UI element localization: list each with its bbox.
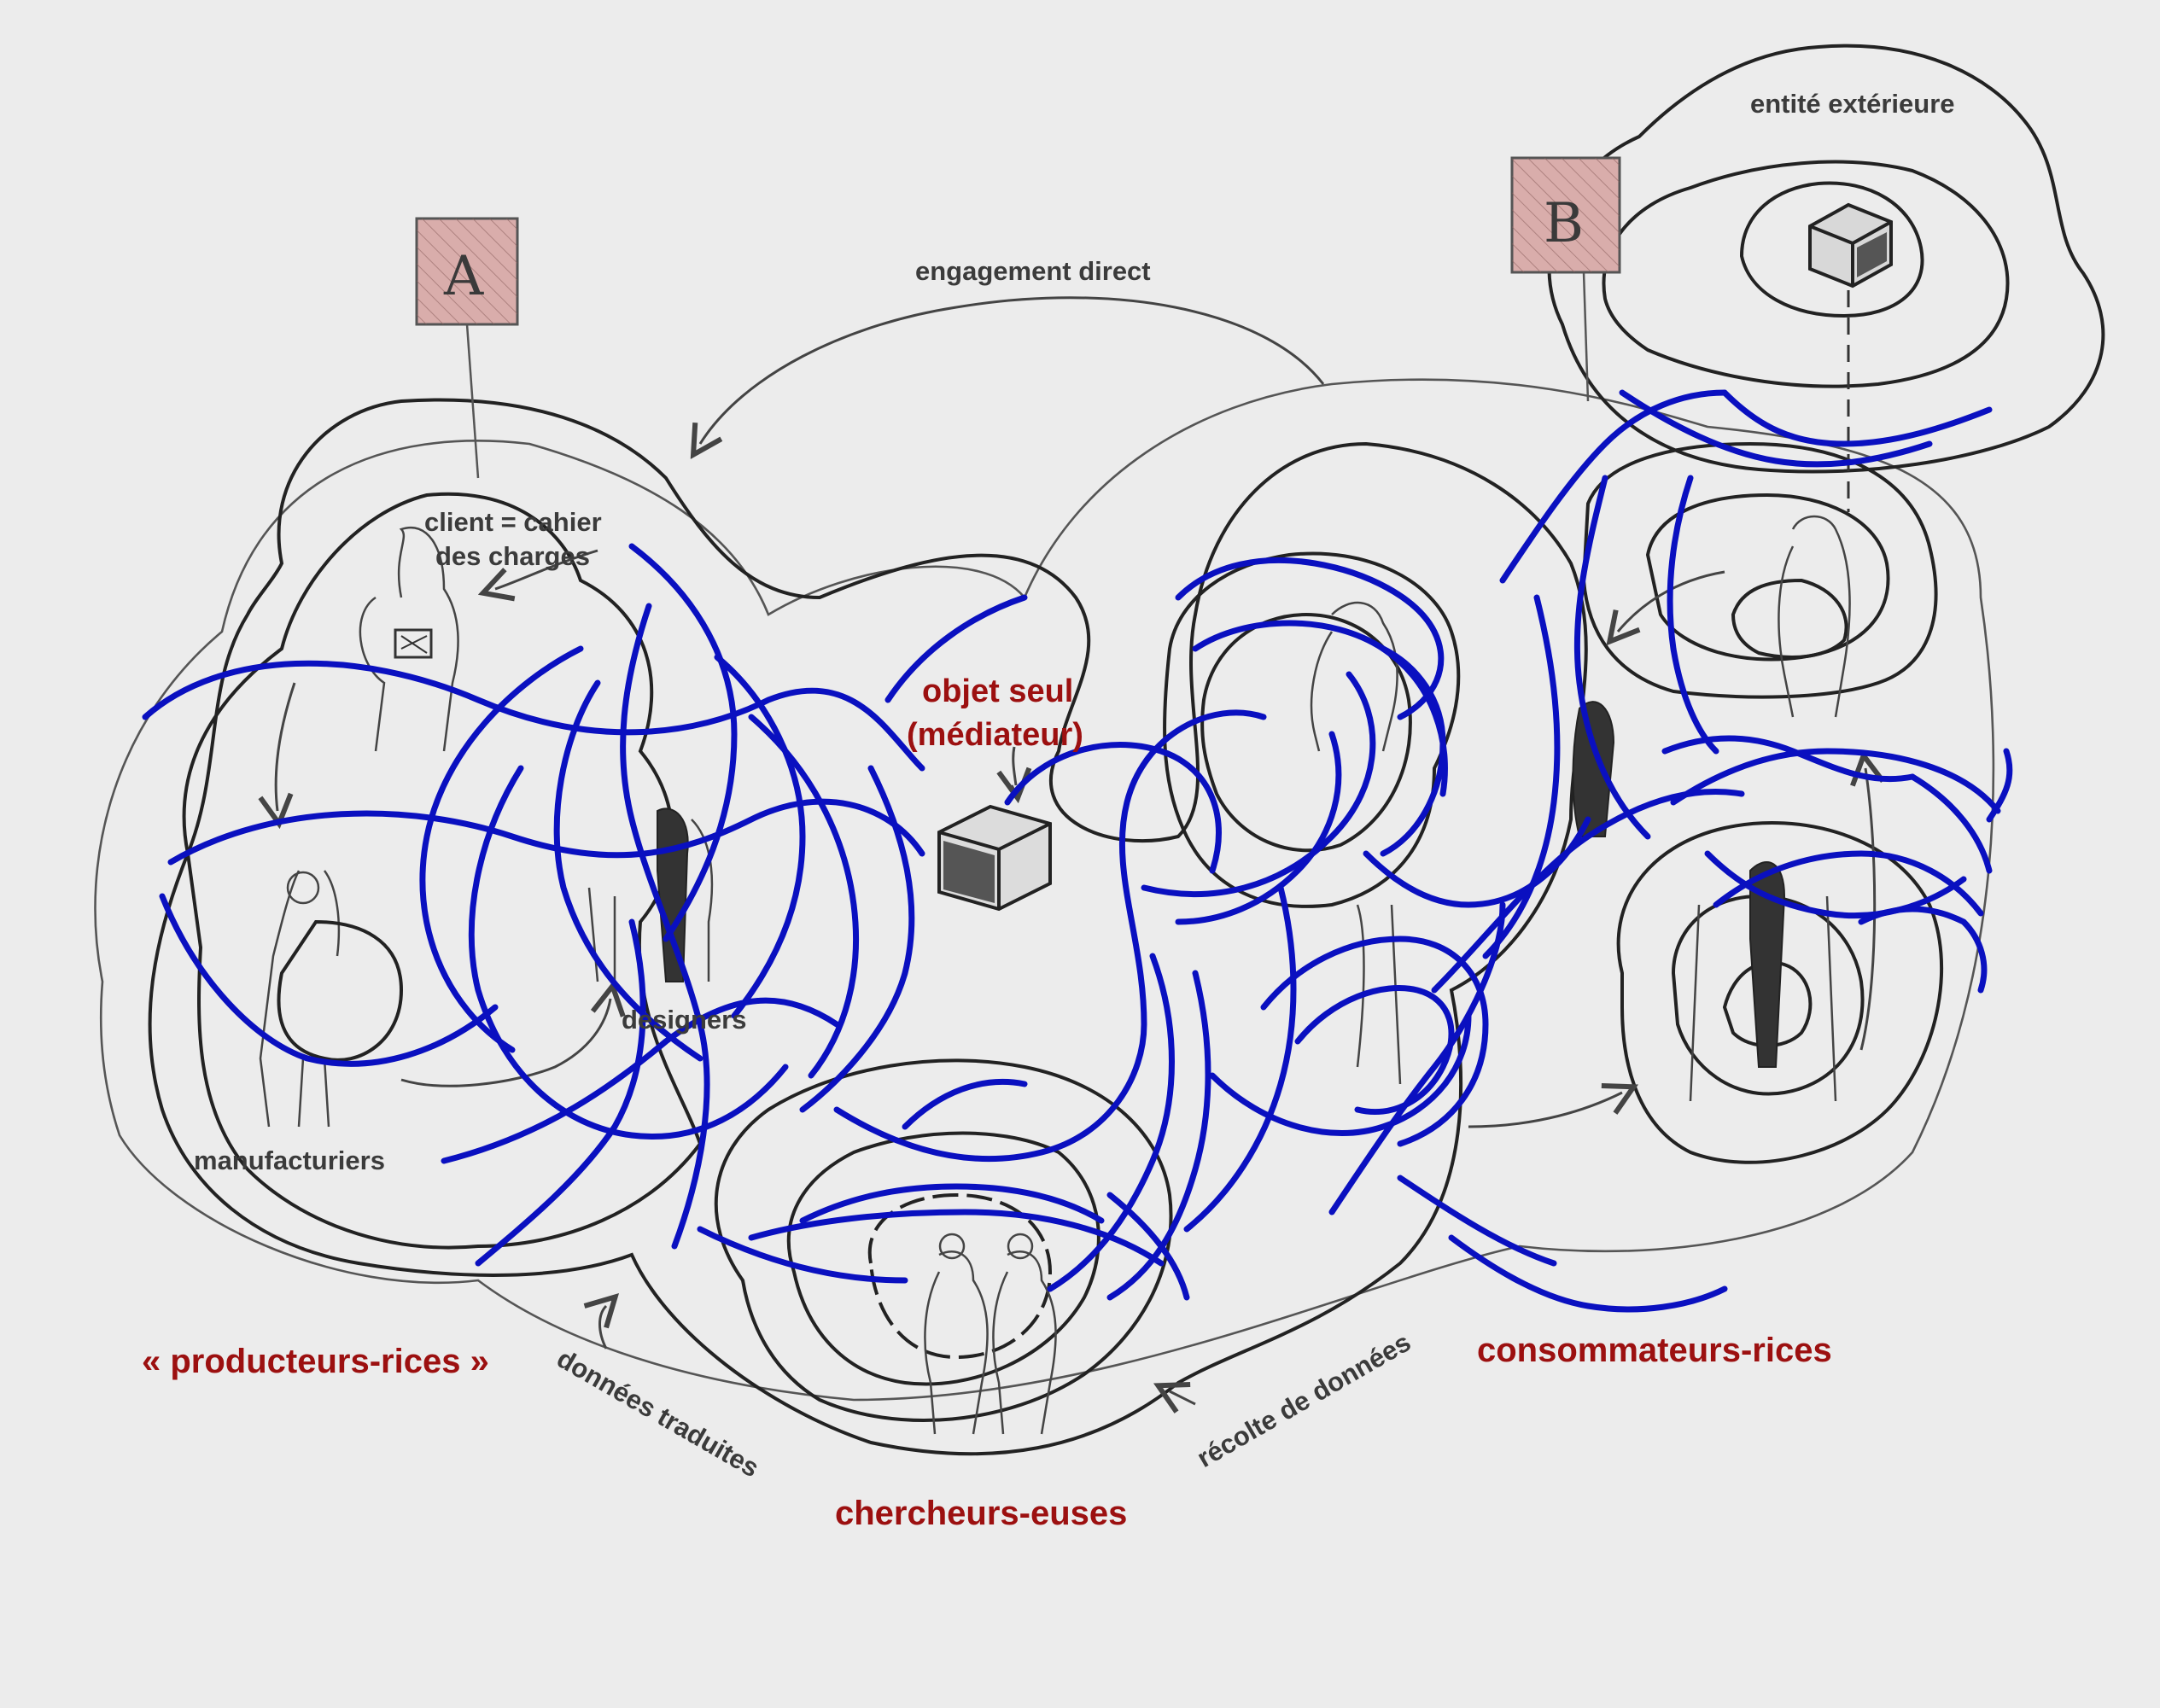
label-objet-line2: (médiateur) <box>907 717 1083 753</box>
label-designers: designers <box>622 1005 746 1035</box>
consumer-figures-icon <box>1310 515 1851 1102</box>
label-recolte-donnees: récolte de données <box>1192 1326 1416 1473</box>
label-chercheurs: chercheurs-euses <box>835 1495 1127 1532</box>
box-a: A <box>415 217 519 479</box>
box-b: B <box>1510 156 1621 402</box>
label-consommateurs: consommateurs-rices <box>1477 1332 1832 1369</box>
researchers-figures-icon <box>924 1233 1057 1435</box>
label-engagement-direct: engagement direct <box>915 256 1151 286</box>
box-a-letter: A <box>443 245 484 308</box>
blue-mesh <box>142 389 2013 1313</box>
label-objet-line1: objet seul <box>922 673 1073 709</box>
client-figure-icon <box>359 526 459 752</box>
label-client-line2: des charges <box>435 541 590 571</box>
labels: engagement direct entité extérieure clie… <box>142 89 1955 1532</box>
label-entite-exterieure: entité extérieure <box>1750 89 1955 119</box>
arrows <box>276 296 1874 1404</box>
external-cube-icon <box>1808 202 1893 512</box>
label-manufacturiers: manufacturiers <box>194 1145 385 1175</box>
label-producteurs: « producteurs-rices » <box>142 1343 489 1380</box>
label-client-line1: client = cahier <box>424 507 602 537</box>
box-b-letter: B <box>1544 192 1584 255</box>
object-cube-icon <box>937 746 1052 912</box>
external-entity-contours <box>1547 44 2105 474</box>
manufacturer-figure-icon <box>259 870 404 1128</box>
